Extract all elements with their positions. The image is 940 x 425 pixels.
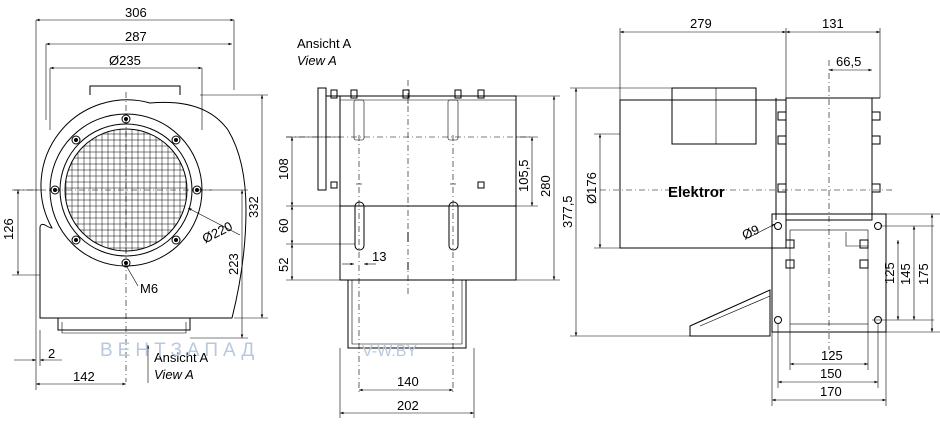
dim-9: Ø9 — [740, 222, 762, 243]
dim-176: Ø176 — [584, 172, 599, 204]
motor-outline — [619, 99, 787, 249]
dim-279: 279 — [690, 16, 712, 31]
outlet-flange — [771, 213, 887, 333]
view-a-title-en: View A — [297, 53, 337, 68]
dim-377-5: 377,5 — [560, 195, 575, 228]
dim-2: 2 — [48, 346, 55, 361]
dim-287: 287 — [125, 29, 147, 44]
dim-125-horizontal: 125 — [821, 348, 843, 363]
mounting-slot-right — [448, 201, 459, 251]
dim-145: 145 — [898, 263, 913, 285]
dim-13: 13 — [372, 249, 386, 264]
view-ref-en: View A — [154, 367, 194, 382]
view-ref-de: Ansicht A — [154, 350, 209, 365]
housing-body — [339, 95, 517, 281]
view-a-title-de: Ansicht A — [297, 36, 352, 51]
motor-bracket — [689, 289, 771, 337]
dim-131: 131 — [822, 16, 844, 31]
blower-front-view: 306 287 Ø235 — [1, 5, 268, 390]
watermark-name: ВЕНТЗАПАД — [100, 340, 259, 361]
dim-125-vertical: 125 — [882, 262, 897, 284]
dim-220: Ø220 — [200, 218, 235, 246]
blower-view-a: Ansicht A View A — [276, 36, 560, 418]
side-bolts — [777, 111, 881, 193]
dim-235: Ø235 — [109, 53, 141, 68]
outlet-flange-holes — [774, 222, 882, 324]
dim-223: 223 — [226, 253, 241, 275]
dim-66-5: 66,5 — [836, 54, 861, 69]
mounting-slot-left — [354, 201, 365, 251]
dim-126: 126 — [1, 218, 16, 240]
dim-60: 60 — [276, 219, 291, 233]
dim-306: 306 — [125, 5, 147, 20]
dim-52: 52 — [276, 258, 291, 272]
terminal-box — [671, 87, 757, 145]
screw-label-m6: M6 — [140, 281, 158, 296]
dim-170: 170 — [820, 384, 842, 399]
dim-108: 108 — [276, 158, 291, 180]
dim-202: 202 — [397, 398, 419, 413]
brand-label: Elektror — [668, 184, 725, 201]
watermark: ВЕНТЗАПАД V-W.BY — [100, 340, 417, 361]
dim-150: 150 — [820, 366, 842, 381]
dim-140: 140 — [397, 374, 419, 389]
dim-105-5: 105,5 — [516, 159, 531, 192]
top-bolts — [330, 89, 485, 189]
dim-175: 175 — [916, 263, 931, 285]
dim-332: 332 — [246, 196, 261, 218]
blower-side-view: Elektror 279 131 66,5 — [560, 16, 940, 406]
housing-outline — [39, 99, 247, 319]
dim-280: 280 — [538, 175, 553, 197]
watermark-site: V-W.BY — [362, 343, 417, 360]
dim-142: 142 — [73, 369, 95, 384]
